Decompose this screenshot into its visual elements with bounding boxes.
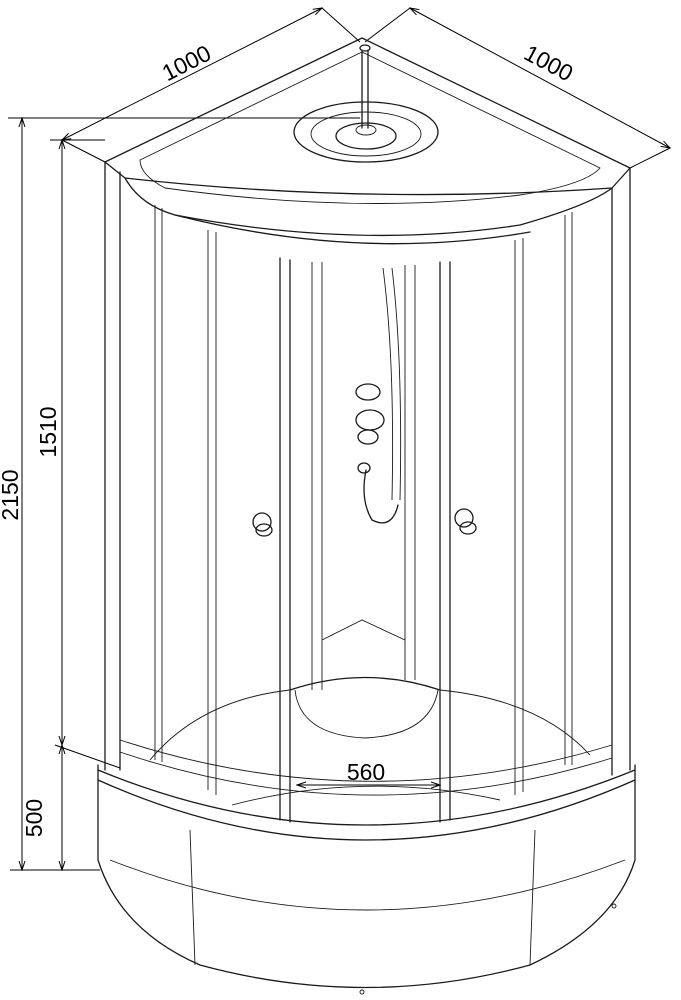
label-glass-height: 1510 [35,406,61,457]
door-handle-left [252,512,273,537]
shower-panel [321,267,406,641]
label-tray-height: 500 [21,799,47,837]
dimension-lines [8,8,670,870]
roof [104,37,631,245]
dim-line-depth-right [410,8,670,148]
frame [104,161,631,823]
door-handle-right [454,508,477,535]
label-total-height: 2150 [0,469,23,520]
label-depth-right: 1000 [520,39,577,86]
base-apron [97,764,636,995]
tray-seat [149,676,591,806]
label-depth-left: 1000 [158,40,215,86]
